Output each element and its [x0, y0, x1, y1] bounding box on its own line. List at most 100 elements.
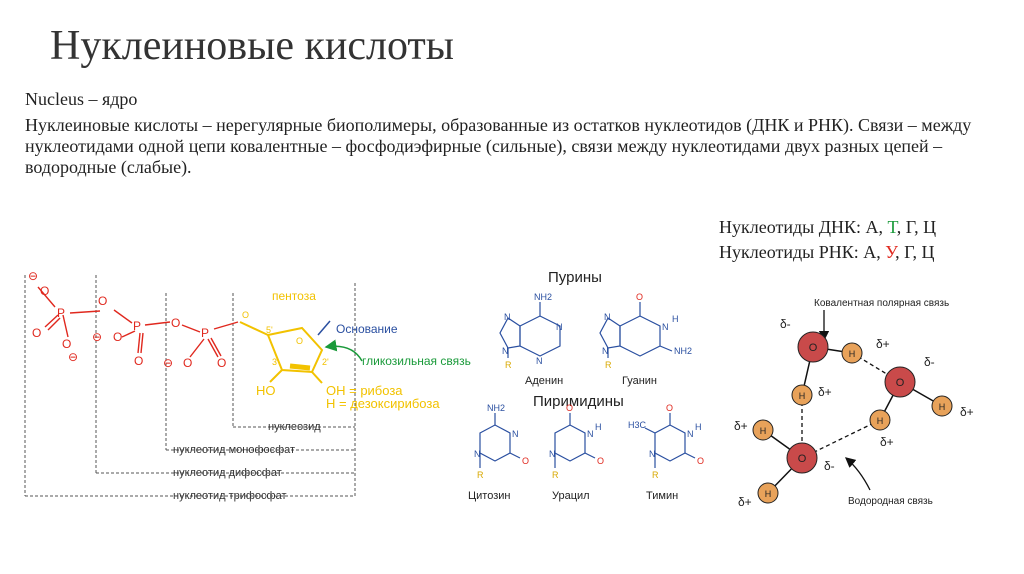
thymine-o2: O: [697, 456, 704, 466]
delta-plus-4: δ+: [880, 435, 894, 449]
rna-suffix: , Г, Ц: [895, 242, 935, 262]
p-alpha: P: [57, 306, 65, 320]
ndp-label: нуклеотид дифосфат: [173, 467, 282, 479]
uracil-n3: N: [587, 429, 594, 439]
ntp-label: нуклеотид трифосфат: [173, 490, 287, 502]
p-beta: P: [133, 319, 141, 333]
water-hydrogen-bond-diagram: Ковалентная полярная связь Водородная св…: [734, 298, 974, 509]
adenine-n9: N: [502, 346, 509, 356]
guanine-n7: N: [604, 312, 611, 322]
adenine-r: R: [505, 360, 512, 370]
o-5: O: [113, 330, 122, 344]
adenine-n7: N: [504, 312, 511, 322]
glycosidic-label: гликозильная связь: [362, 354, 471, 368]
nucleus-definition: Nucleus – ядро: [25, 89, 138, 109]
page-title: Нуклеиновые кислоты: [50, 23, 454, 69]
pentose-label: пентоза: [272, 289, 316, 303]
rna-nucleotides-line: Нуклеотиды РНК: А, У, Г, Ц: [719, 242, 934, 263]
cytosine-n1: N: [474, 449, 481, 459]
thymine-n1: N: [649, 449, 656, 459]
guanine-n9: N: [602, 346, 609, 356]
guanine-o: O: [636, 292, 643, 302]
p-gamma: P: [201, 326, 209, 340]
oxygen-atom-3: [786, 442, 818, 474]
uracil-n1: N: [549, 449, 556, 459]
dna-suffix: , Г, Ц: [896, 217, 937, 237]
o-pentose: O: [242, 310, 249, 320]
rna-uracil-letter: У: [885, 242, 896, 262]
thymine-h: H: [695, 422, 702, 432]
thymine-o4: O: [666, 403, 673, 413]
dna-prefix: Нуклеотиды ДНК: А,: [719, 217, 888, 237]
adenine-nh2: NH2: [534, 292, 552, 302]
rna-prefix: Нуклеотиды РНК: А,: [719, 242, 886, 262]
hydrogen-atom-6: [757, 482, 779, 504]
adenine-label: Аденин: [525, 375, 563, 387]
thymine-r: R: [652, 470, 659, 480]
delta-plus-2: δ+: [818, 385, 832, 399]
covalent-bond-label: Ковалентная полярная связь: [814, 298, 949, 309]
o-label-1: O: [809, 342, 818, 354]
guanine-nh2: NH2: [674, 346, 692, 356]
pyrimidines-heading: Пиримидины: [533, 393, 624, 410]
dna-nucleotides-line: Нуклеотиды ДНК: А, Т, Г, Ц: [719, 217, 936, 238]
o-4: O: [62, 337, 71, 351]
thymine-ch3: H3C: [628, 420, 647, 430]
o-2: O: [98, 294, 107, 308]
cytosine-o: O: [522, 456, 529, 466]
base-label: Основание: [336, 322, 398, 336]
o-9: O: [217, 356, 226, 370]
hydrogen-atom-1: [841, 342, 863, 364]
oxygen-atom-2: [884, 366, 916, 398]
nitrogen-bases-diagram: Пурины Пиримидины NH2 N N N N: [468, 269, 704, 502]
delta-plus-6: δ+: [738, 495, 752, 509]
glycosidic-arrow-icon: [324, 339, 363, 362]
h-label-4: H: [877, 416, 884, 426]
minus-o-3: ⊖: [92, 330, 102, 344]
nmp-label: нуклеотид монофосфат: [173, 444, 295, 456]
nucleic-acid-definition: Нуклеиновые кислоты – нерегулярные биопо…: [25, 115, 972, 177]
deoxyribose-label: H = дезоксирибоза: [326, 396, 440, 411]
delta-plus-1: δ+: [876, 337, 890, 351]
c2-label: 2': [322, 357, 329, 367]
ribose-label: OH = рибоза: [326, 383, 403, 398]
c3-label: 3': [272, 357, 279, 367]
minus-o-4: ⊖: [163, 356, 173, 370]
hydrogen-atom-2: [791, 384, 813, 406]
cytosine-nh2: NH2: [487, 403, 505, 413]
thymine-label: Тимин: [646, 490, 678, 502]
purines-heading: Пурины: [548, 269, 602, 286]
delta-plus-3: δ+: [960, 405, 974, 419]
oxygen-atom-1: [797, 331, 829, 363]
uracil-r: R: [552, 470, 559, 480]
guanine-r: R: [605, 360, 612, 370]
hydrogen-bond-label: Водородная связь: [848, 496, 933, 507]
uracil-o4: O: [566, 403, 573, 413]
hydrogen-atom-3: [931, 395, 953, 417]
c5-label: 5': [266, 325, 273, 335]
adenine-n3: N: [536, 356, 543, 366]
delta-plus-5: δ+: [734, 419, 748, 433]
o-label-2: O: [896, 377, 905, 389]
minus-o-2: ⊖: [68, 350, 78, 364]
uracil-h: H: [595, 422, 602, 432]
thymine-n3: N: [687, 429, 694, 439]
ho-label: HO: [256, 383, 276, 398]
o-3: O: [32, 326, 41, 340]
h-label-5: H: [760, 426, 767, 436]
dna-thymine-letter: Т: [887, 217, 897, 237]
cytosine-n3: N: [512, 429, 519, 439]
hydrogen-atom-5: [752, 419, 774, 441]
guanine-n1: N: [662, 322, 669, 332]
o-6: O: [134, 354, 143, 368]
hydrogen-atom-4: [869, 409, 891, 431]
guanine-h: H: [672, 314, 679, 324]
h-label-3: H: [939, 402, 946, 412]
cytosine-r: R: [477, 470, 484, 480]
nucleoside-label: нуклеозид: [268, 421, 321, 433]
uracil-o2: O: [597, 456, 604, 466]
hydrogen-arrow-icon: [845, 457, 871, 491]
guanine-label: Гуанин: [622, 375, 657, 387]
nucleotide-structure-diagram: ⊖ O P O O O ⊖ P O ⊖ O O P O ⊖ O O O 5' 3…: [24, 269, 471, 502]
o-ring: O: [296, 336, 303, 346]
